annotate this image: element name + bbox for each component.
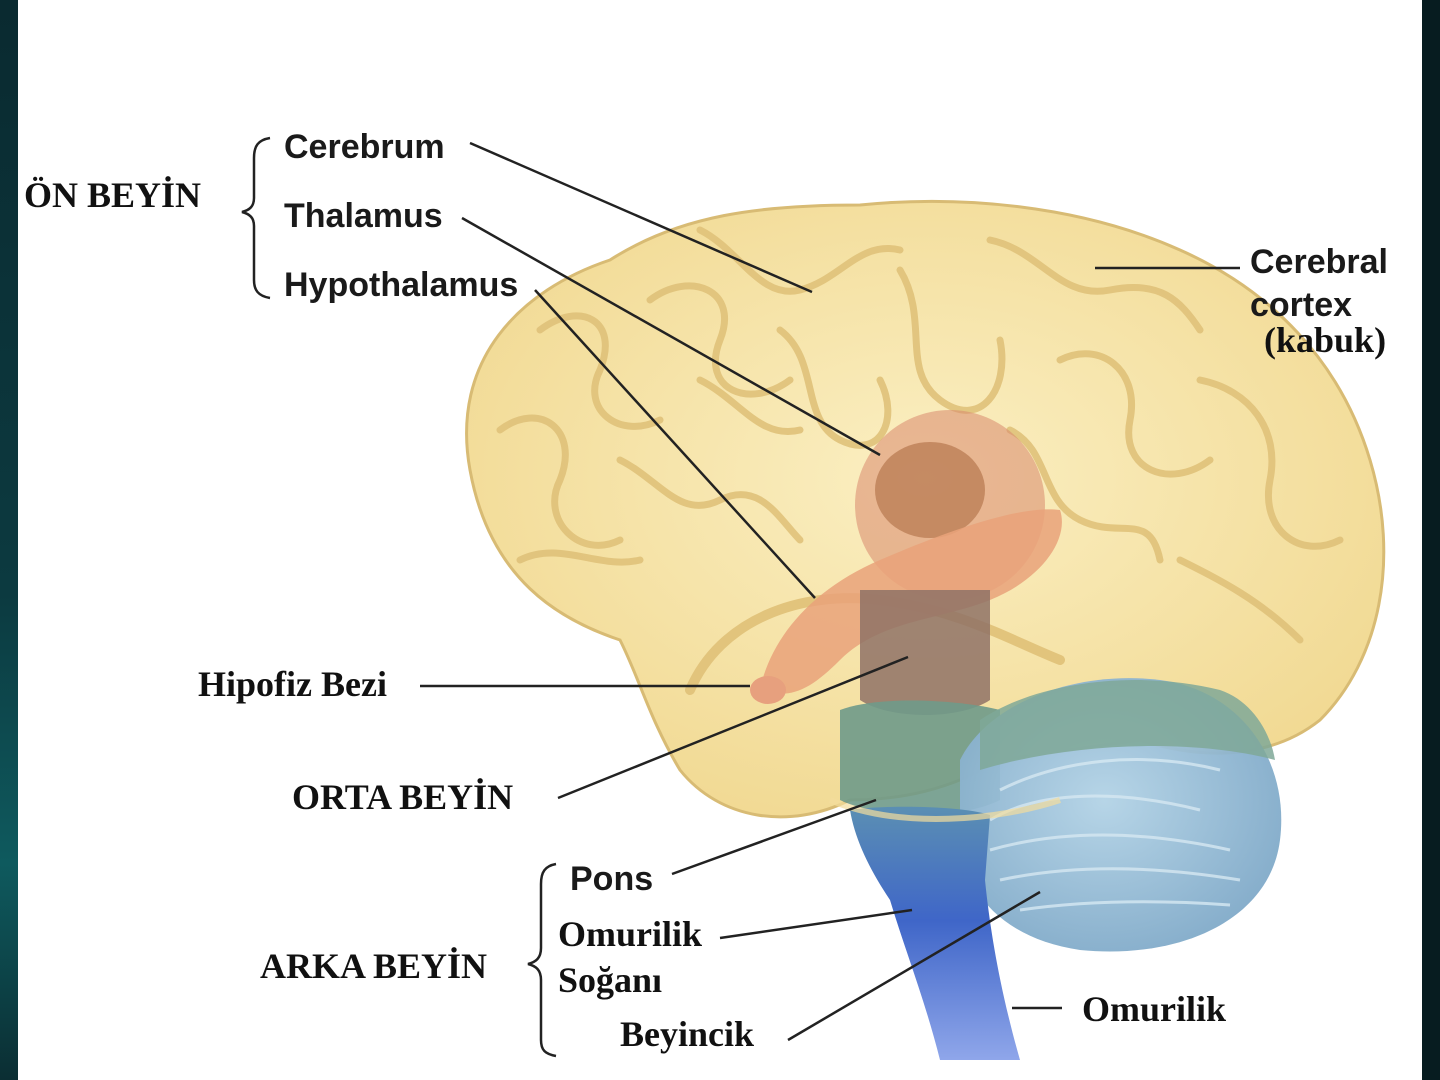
cortex-label-line3: (kabuk) bbox=[1264, 320, 1387, 360]
midbrain-label: ORTA BEYİN bbox=[292, 777, 514, 817]
cerebellum-leader bbox=[787, 890, 1041, 1042]
thalamus-label: Thalamus bbox=[284, 197, 443, 235]
medulla-label-line1: Omurilik bbox=[558, 914, 703, 954]
forebrain-label: ÖN BEYİN bbox=[24, 175, 202, 215]
cerebellum-top-shape bbox=[980, 680, 1275, 770]
pons-leader bbox=[671, 798, 877, 876]
medulla-label-line2: Soğanı bbox=[558, 960, 663, 1000]
pons-label: Pons bbox=[570, 860, 654, 898]
cortex-label-line2: cortex bbox=[1250, 286, 1353, 324]
hindbrain-label: ARKA BEYİN bbox=[260, 946, 488, 986]
forebrain-brace bbox=[241, 136, 271, 300]
slide-left-edge bbox=[0, 0, 18, 1080]
cerebellum-label: Beyincik bbox=[620, 1014, 755, 1054]
hypothalamus-label: Hypothalamus bbox=[284, 266, 519, 304]
thalamus-leader bbox=[461, 216, 881, 457]
braces bbox=[241, 136, 557, 1058]
cerebrum-overlay-edge bbox=[828, 797, 1061, 822]
cerebrum-folds bbox=[496, 226, 1344, 644]
brainstem-shape bbox=[850, 806, 1020, 1060]
cortex-label-line1: Cerebral bbox=[1250, 243, 1388, 281]
cerebrum-leader bbox=[469, 141, 813, 294]
slide-right-edge bbox=[1422, 0, 1440, 1080]
cerebrum-label: Cerebrum bbox=[284, 128, 445, 166]
leader-lines bbox=[420, 141, 1240, 1042]
medulla-leader bbox=[719, 908, 913, 940]
midbrain-leader bbox=[557, 655, 909, 800]
pituitary-label: Hipofiz Bezi bbox=[198, 664, 387, 704]
pituitary-shape bbox=[750, 676, 786, 704]
hindbrain-brace bbox=[527, 862, 557, 1058]
thalamus-core bbox=[875, 442, 985, 538]
midbrain-shape bbox=[860, 590, 990, 715]
hypothalamus-leader bbox=[534, 289, 816, 599]
spinal-cord-label: Omurilik bbox=[1082, 989, 1227, 1029]
